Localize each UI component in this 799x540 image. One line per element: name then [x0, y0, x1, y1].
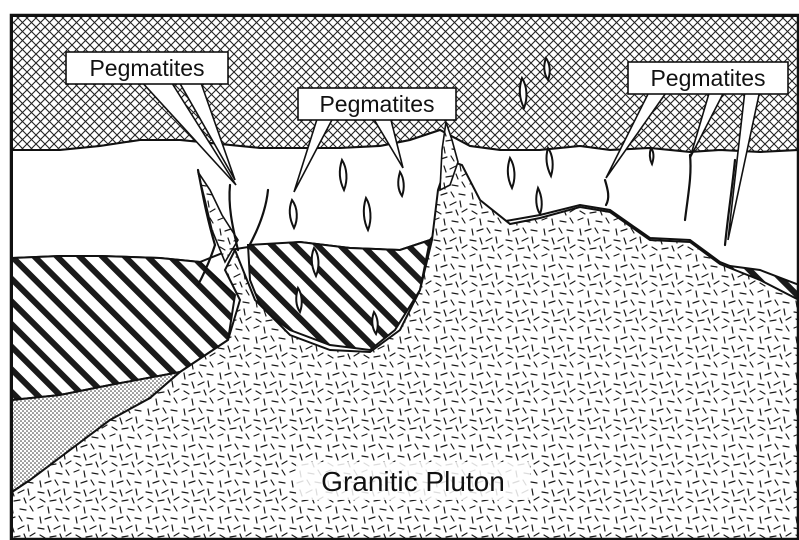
- callout-label: Pegmatites: [319, 91, 434, 117]
- callout-left: Pegmatites: [66, 52, 228, 84]
- callout-label: Pegmatites: [89, 55, 204, 81]
- callout-right: Pegmatites: [628, 62, 788, 94]
- pluton-label: Granitic Pluton: [321, 466, 505, 497]
- callout-label: Pegmatites: [650, 65, 765, 91]
- callout-middle: Pegmatites: [298, 88, 456, 120]
